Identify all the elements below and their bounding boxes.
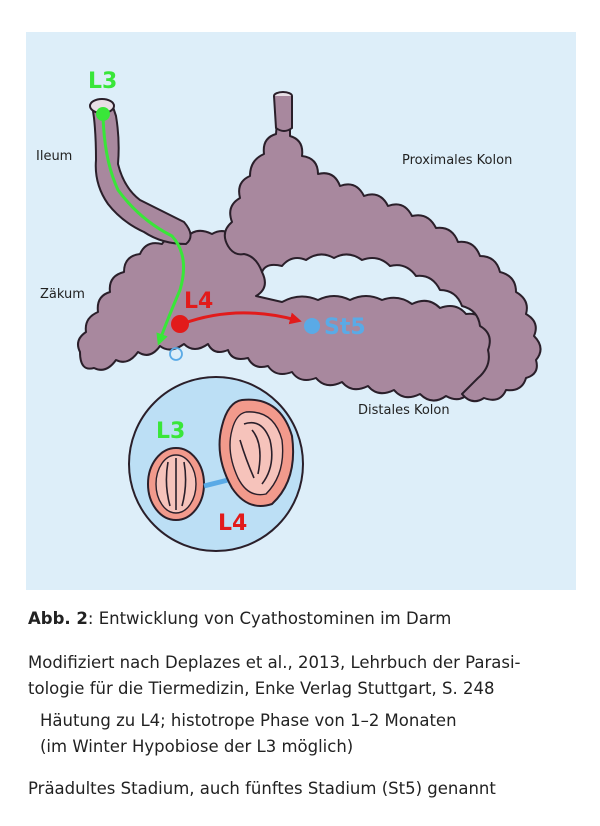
label-distal-colon: Distales Kolon bbox=[358, 403, 450, 418]
l4-migration-path bbox=[181, 311, 302, 326]
stage-l3-label: L3 bbox=[88, 69, 117, 94]
l3-larva-icon bbox=[147, 447, 205, 521]
l4-larva-icon bbox=[218, 398, 295, 507]
l3-migration-path bbox=[101, 113, 186, 346]
stage-l4-label: L4 bbox=[184, 289, 213, 314]
label-caecum: Zäkum bbox=[40, 287, 85, 302]
intestine-diagram: L3 L4 St5 Ileum Proximales Kolon Zäkum D… bbox=[36, 69, 542, 552]
colon-end-tube bbox=[273, 95, 293, 132]
source-note: Modifiziert nach Deplazes et al., 2013, … bbox=[28, 650, 520, 702]
l3-start-dot bbox=[96, 107, 110, 121]
st5-dot bbox=[304, 318, 320, 334]
adult-stage-note: Präadultes Stadium, auch fünftes Stadium… bbox=[28, 779, 496, 798]
source-line-2: tologie für die Tiermedizin, Enke Verlag… bbox=[28, 679, 495, 698]
source-line-1: Modifiziert nach Deplazes et al., 2013, … bbox=[28, 653, 521, 672]
inset-l4-label: L4 bbox=[218, 511, 247, 536]
l4-dot bbox=[171, 315, 189, 333]
label-proximal-colon: Proximales Kolon bbox=[402, 153, 512, 168]
figure-number: Abb. 2 bbox=[28, 609, 88, 628]
inset-l3-label: L3 bbox=[156, 419, 185, 444]
submucosa-entry-marker bbox=[169, 347, 183, 361]
proximal-colon-shape bbox=[223, 107, 542, 403]
figure-title: : Entwicklung von Cyathostominen im Darm bbox=[87, 609, 452, 628]
molt-line-1: Häutung zu L4; histotrope Phase von 1–2 … bbox=[40, 711, 457, 730]
stage-st5-label: St5 bbox=[324, 315, 366, 340]
molting-inset: L3 L4 bbox=[128, 376, 304, 552]
molt-note: Häutung zu L4; histotrope Phase von 1–2 … bbox=[40, 708, 457, 760]
label-ileum: Ileum bbox=[36, 149, 72, 164]
ileum-shape bbox=[91, 99, 192, 245]
molt-line-2: (im Winter Hypobiose der L3 möglich) bbox=[40, 737, 354, 756]
figure-caption: Abb. 2: Entwicklung von Cyathostominen i… bbox=[28, 606, 451, 632]
intestine-shape bbox=[77, 99, 542, 403]
